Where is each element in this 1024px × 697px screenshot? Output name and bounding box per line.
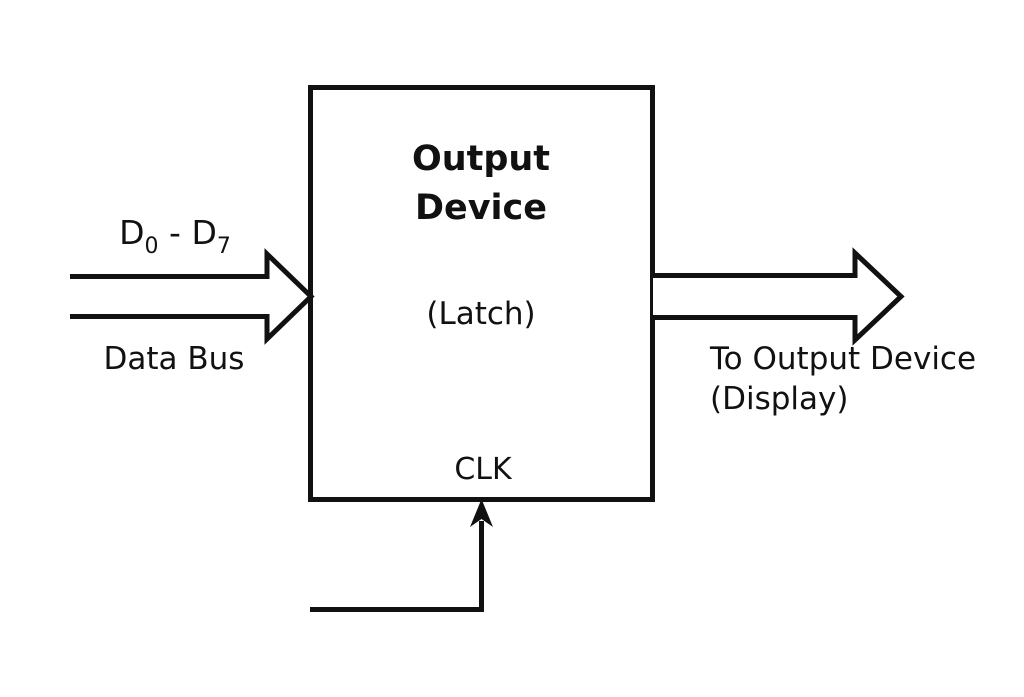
block-title-line2: Device <box>415 188 547 228</box>
data-bus-signal-d-start: D <box>119 213 144 252</box>
data-bus-signal-label: D0 - D7 <box>119 213 231 259</box>
output-label-line1: To Output Device <box>709 341 976 377</box>
clk-label: CLK <box>454 452 513 487</box>
block-title-line1: Output <box>412 139 550 179</box>
output-device-block <box>308 85 655 502</box>
data-bus-signal-d-end: D <box>191 213 216 252</box>
output-device-arrow <box>653 247 905 346</box>
output-label-line2: (Display) <box>710 381 848 417</box>
data-bus-name-label: Data Bus <box>104 341 245 377</box>
clk-signal-line <box>310 521 484 612</box>
data-bus-signal-sub-start: 0 <box>145 234 159 259</box>
clk-arrowhead-icon <box>470 499 493 527</box>
data-bus-arrow <box>70 248 315 345</box>
data-bus-signal-separator: - <box>159 213 192 252</box>
block-subtitle: (Latch) <box>426 296 535 332</box>
data-bus-signal-sub-end: 7 <box>217 234 231 259</box>
